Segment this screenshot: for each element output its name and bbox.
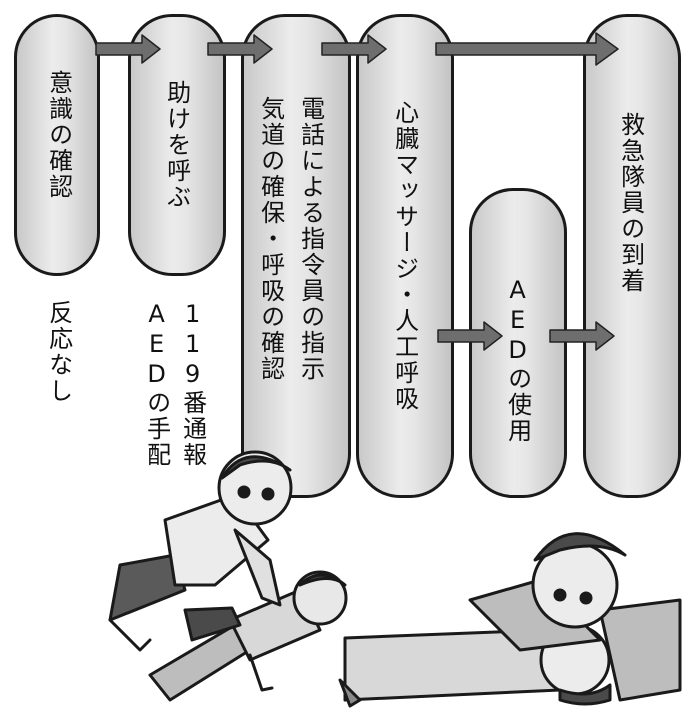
rescuer-right-figure	[468, 532, 682, 702]
step-label-aed-use: AEDの使用	[503, 276, 532, 444]
step-label-call-for-help: 助けを呼ぶ	[162, 80, 191, 210]
arrow-icon	[207, 34, 273, 64]
note-call-119: 119番通報	[178, 300, 207, 468]
victim-left-figure	[148, 570, 348, 702]
arrow-icon	[321, 34, 387, 64]
step-box-check-consciousness	[14, 14, 100, 276]
step-label-cpr: 心臓マッサージ・人工呼吸	[390, 100, 419, 412]
arrow-icon	[437, 321, 503, 351]
arrow-icon	[549, 321, 615, 351]
note-no-response: 反応なし	[44, 300, 73, 404]
step-box-ems-arrival	[583, 14, 681, 498]
note-aed-arrange: AEDの手配	[142, 300, 171, 468]
arrow-icon	[435, 32, 619, 66]
arrow-icon	[95, 34, 161, 64]
step-box-cpr	[356, 14, 454, 498]
rescuer-left-figure	[108, 450, 293, 652]
step-label-dispatcher-line1: 電話による指令員の指示	[296, 96, 325, 382]
step-label-ems-arrival: 救急隊員の到着	[616, 112, 645, 294]
step-label-dispatcher-line2: 気道の確保・呼吸の確認	[256, 96, 285, 382]
step-box-dispatcher-instructions	[241, 14, 351, 498]
step-label-check-consciousness: 意識の確認	[44, 70, 73, 200]
